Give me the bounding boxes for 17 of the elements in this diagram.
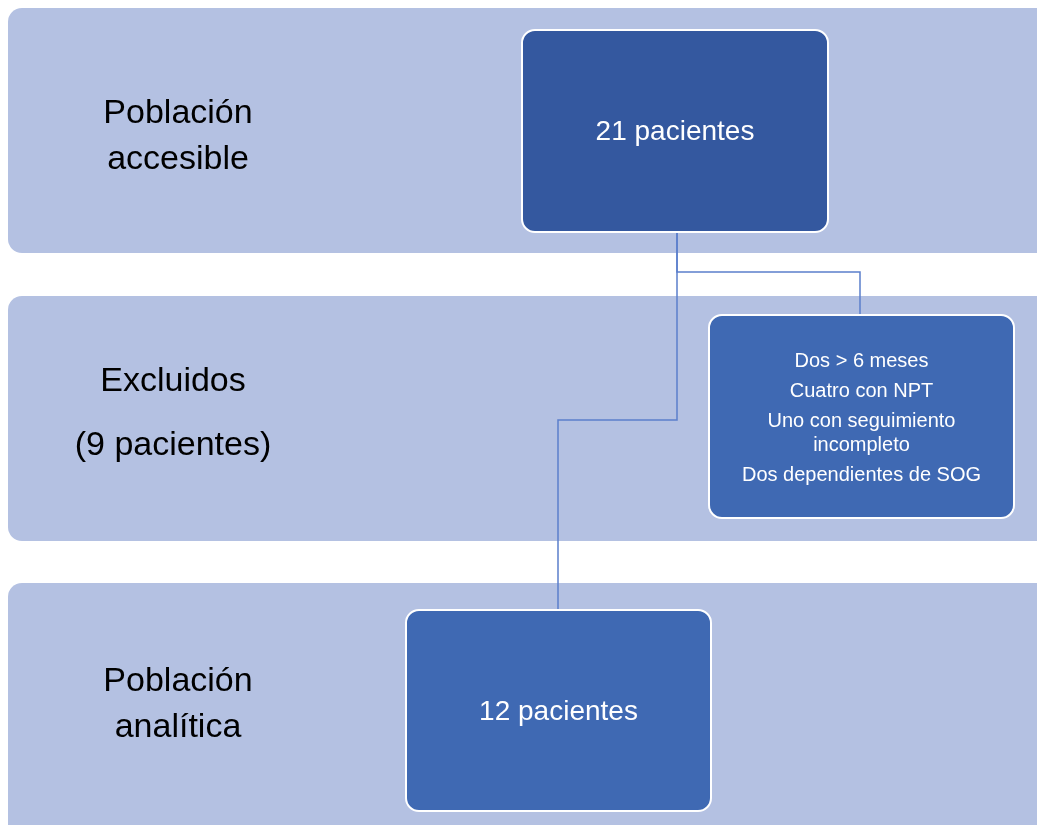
exclusion-reason: Cuatro con NPT xyxy=(789,377,934,402)
stage-label: Población analítica xyxy=(102,659,254,746)
stage-label: (9 pacientes) xyxy=(74,423,272,464)
connector-line xyxy=(557,232,678,610)
stage-band xyxy=(8,583,1037,825)
stage-label: Excluidos xyxy=(100,359,246,400)
exclusion-reason: Uno con seguimiento incompleto xyxy=(766,407,957,456)
count-box xyxy=(521,29,829,233)
count-label: 12 pacientes xyxy=(479,693,638,728)
count-label: 21 pacientes xyxy=(595,114,755,148)
stage-band xyxy=(8,8,1037,253)
count-box xyxy=(405,609,712,812)
count-box xyxy=(708,314,1015,519)
exclusion-reason: Dos dependientes de SOG xyxy=(741,461,981,486)
stage-band xyxy=(8,296,1037,541)
stage-label: Población accesible xyxy=(102,91,254,178)
exclusion-reason: Dos > 6 meses xyxy=(794,347,929,372)
